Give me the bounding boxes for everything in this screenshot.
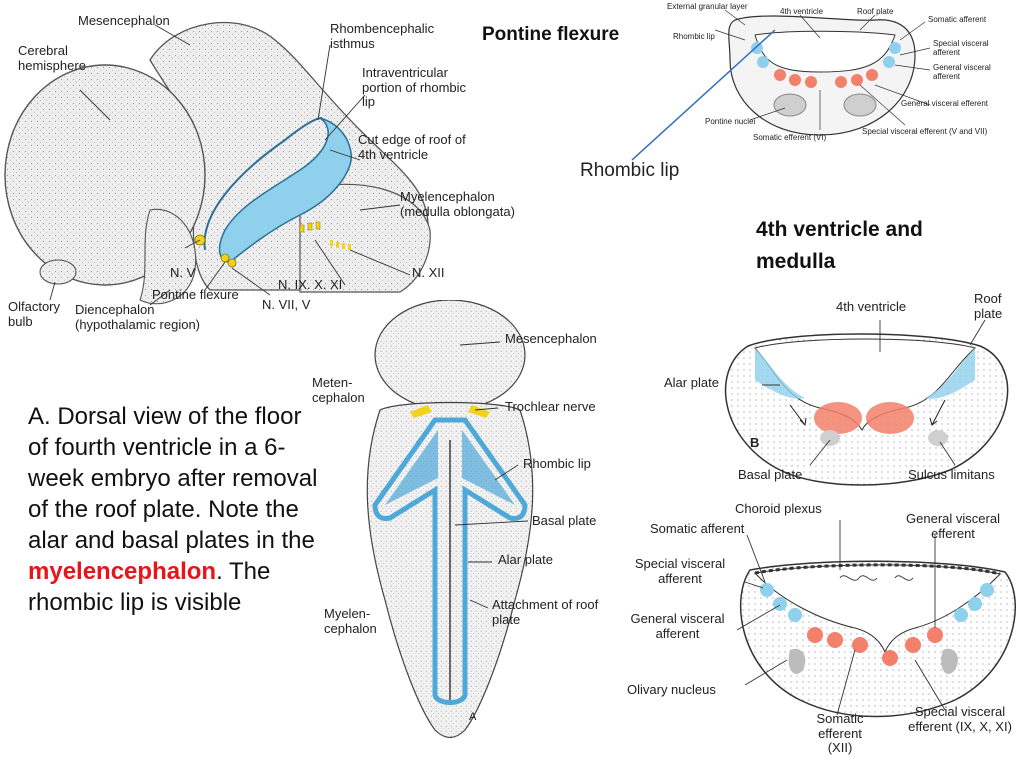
label-c-special-visceral-efferent: Special visceral efferent (IX, X, XI) xyxy=(908,704,1012,734)
label-b-sulcus-limitans: Sulcus limitans xyxy=(908,467,995,482)
pontine-nuclei-blobs xyxy=(773,93,877,117)
label-pontine-nuclei: Pontine nuclei xyxy=(705,117,756,126)
lateral-leader-lines xyxy=(49,24,411,306)
lateral-brain-illustration xyxy=(4,21,431,306)
section-b-blob-left xyxy=(820,430,840,446)
dorsal-ventricle-outline xyxy=(372,417,528,705)
heading-4th-ventricle-medulla: 4th ventricle and medulla xyxy=(756,218,923,273)
label-pontine-general-visceral-efferent: General visceral efferent xyxy=(901,99,989,108)
label-external-granular: External granular layer xyxy=(667,2,748,11)
nerve-ix-x-xi-roots xyxy=(299,221,321,233)
label-cerebral-hemisphere: Cerebral hemisphere xyxy=(18,43,86,73)
label-diencephalon: Diencephalon (hypothalamic region) xyxy=(75,302,201,332)
label-c-general-visceral-afferent: General visceral afferent xyxy=(630,611,725,641)
label-pontine-flexure-lateral: Pontine flexure xyxy=(152,287,239,302)
section-b-blob-right xyxy=(928,430,948,446)
label-dorsal-myelencephalon: Myelen-cephalon xyxy=(324,606,377,636)
label-rhombencephalic-isthmus: Rhombencephalic isthmus xyxy=(330,21,435,51)
myelencephalon-shape xyxy=(299,183,431,293)
pontine-basal-dots xyxy=(774,69,878,88)
olfactory-bulb-shape xyxy=(39,259,77,285)
label-pontine-somatic-efferent: Somatic efferent (VI) xyxy=(753,133,827,142)
nerve-vii-root xyxy=(220,253,230,263)
label-cut-edge: Cut edge of roof of 4th ventricle xyxy=(358,132,466,162)
label-c-choroid-plexus: Choroid plexus xyxy=(735,501,822,516)
label-c-special-visceral-afferent: Special visceral afferent xyxy=(634,556,726,586)
label-dorsal-rhombic-lip: Rhombic lip xyxy=(523,456,591,471)
dorsal-leader-lines xyxy=(454,341,529,609)
section-b-illustration xyxy=(724,319,1009,486)
label-myelencephalon: Myelencephalon (medulla oblongata) xyxy=(400,189,515,219)
section-b-alar-right xyxy=(925,348,975,399)
label-pontine-4th-ventricle: 4th ventricle xyxy=(780,7,824,16)
section-b-diagram: 4th ventricle Roof plate Alar plate B Ba… xyxy=(640,290,1024,490)
diencephalon-shape xyxy=(139,208,197,305)
section-c-olivary xyxy=(788,648,958,674)
section-c-roof xyxy=(754,563,1001,576)
dorsal-trochlear-right xyxy=(468,405,490,418)
label-c-general-visceral-efferent: General visceral efferent xyxy=(906,511,1000,541)
label-c-olivary-nucleus: Olivary nucleus xyxy=(627,682,716,697)
dorsal-left-rhombic-lip xyxy=(385,430,438,505)
label-dorsal-mesencephalon: Mesencephalon xyxy=(505,331,597,346)
label-pontine-somatic-afferent: Somatic afferent xyxy=(928,15,987,24)
section-b-basal-right xyxy=(866,402,914,434)
label-intraventricular-lip: Intraventricular portion of rhombic lip xyxy=(362,65,467,110)
label-b-4th-ventricle: 4th ventricle xyxy=(836,299,907,314)
label-dorsal-basal-plate: Basal plate xyxy=(532,513,597,528)
label-dorsal-trochlear: Trochlear nerve xyxy=(505,399,596,414)
nerve-xii-roots xyxy=(330,240,351,250)
label-b-basal-plate: Basal plate xyxy=(738,467,803,482)
section-c-choroid-plexus xyxy=(839,575,914,581)
label-n-v: N. V xyxy=(170,265,196,280)
label-olfactory-bulb: Olfactory bulb xyxy=(8,299,61,329)
section-c-illustration xyxy=(736,520,1016,718)
pontine-section-diagram: External granular layer Rhombic lip 4th … xyxy=(645,0,1024,150)
label-pontine-rhombic-lip: Rhombic lip xyxy=(673,32,715,41)
dorsal-right-rhombic-lip xyxy=(462,430,515,505)
nerve-vii-root-2 xyxy=(227,258,237,268)
section-b-basal-left xyxy=(814,402,862,434)
label-b-alar-plate: Alar plate xyxy=(664,375,719,390)
section-c-basal-dots xyxy=(807,627,943,666)
pontine-ventricle xyxy=(754,30,896,73)
dorsal-trochlear-left xyxy=(410,405,432,418)
heading-pontine-flexure: Pontine flexure xyxy=(482,24,620,45)
label-n-vii: N. VII, V xyxy=(262,297,311,312)
label-dorsal-alar-plate: Alar plate xyxy=(498,552,553,567)
label-n-ix-x-xi: N. IX. X. XI xyxy=(278,277,343,292)
caption-text: A. Dorsal view of the floor of fourth ve… xyxy=(28,402,318,619)
cut-edge-line xyxy=(203,117,323,251)
caption-after: . The rhombic lip is visible xyxy=(28,557,271,616)
section-c-diagram: Choroid plexus Somatic afferent General … xyxy=(615,500,1024,768)
label-b-mark: B xyxy=(750,435,760,450)
dorsal-a-mark: A xyxy=(469,711,477,723)
caption-before: A. Dorsal view of the floor of fourth ve… xyxy=(28,403,318,554)
section-b-alar-left xyxy=(755,348,805,399)
label-pontine-roof-plate: Roof plate xyxy=(857,7,894,16)
caption-highlight: myelencephalon xyxy=(28,557,217,585)
section-c-leader-lines xyxy=(736,520,946,716)
section-b-arrows xyxy=(789,399,946,427)
label-dorsal-attachment: Attachment of roof plate xyxy=(492,597,599,627)
label-mesencephalon: Mesencephalon xyxy=(78,13,170,28)
dorsal-view-illustration: A xyxy=(366,299,534,739)
label-n-xii: N. XII xyxy=(412,265,445,280)
label-c-somatic-efferent: Somatic efferent (XII) xyxy=(816,711,864,756)
lateral-brain-diagram: Mesencephalon Cerebral hemisphere Rhombe… xyxy=(0,0,540,345)
label-pontine-special-visceral-afferent: Special visceral afferent xyxy=(933,39,989,57)
label-dorsal-metencephalon: Meten-cephalon xyxy=(312,375,365,405)
dorsal-mesencephalon-shape xyxy=(374,299,526,411)
dorsal-view-diagram: A Mesencephalon Meten-cephalon Trochlear… xyxy=(310,299,630,768)
label-c-somatic-afferent: Somatic afferent xyxy=(650,521,745,536)
label-pontine-special-visceral-efferent: Special visceral efferent (V and VII) xyxy=(862,127,988,136)
label-pontine-general-visceral-afferent: General visceral afferent xyxy=(933,63,991,81)
label-rhombic-lip-callout: Rhombic lip xyxy=(580,160,680,181)
section-b-leader-lines xyxy=(762,319,986,466)
label-b-roof-plate: Roof plate xyxy=(974,291,1003,321)
